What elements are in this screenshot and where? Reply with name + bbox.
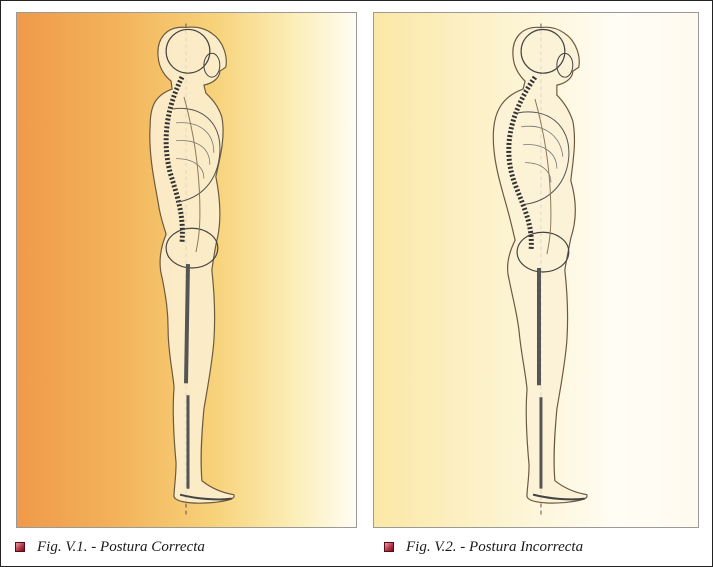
square-bullet-icon: [15, 542, 25, 552]
caption-text: Fig. V.2. - Postura Incorrecta: [406, 539, 583, 556]
square-bullet-icon: [384, 542, 394, 552]
skeleton-correct-posture-illustration: [17, 13, 356, 527]
body-silhouette: [150, 27, 234, 503]
figure-panel-incorrect-posture: [373, 12, 699, 528]
figure-caption-correct: Fig. V.1. - Postura Correcta: [15, 538, 205, 556]
figure-panel-correct-posture: [16, 12, 357, 528]
skeleton-incorrect-posture-illustration: [374, 13, 698, 527]
figure-caption-incorrect: Fig. V.2. - Postura Incorrecta: [384, 538, 583, 556]
caption-text: Fig. V.1. - Postura Correcta: [37, 539, 205, 556]
femur: [186, 264, 188, 383]
